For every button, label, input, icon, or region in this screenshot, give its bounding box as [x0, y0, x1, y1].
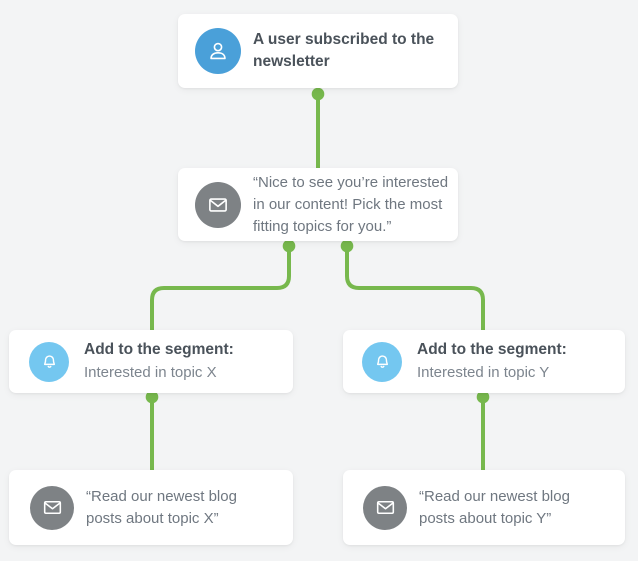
- node-segment-topic-y[interactable]: Add to the segment: Interested in topic …: [343, 330, 625, 393]
- user-icon: [195, 28, 241, 74]
- node-subtitle: Interested in topic X: [84, 364, 217, 381]
- envelope-icon: [363, 485, 407, 530]
- node-segment-topic-x[interactable]: Add to the segment: Interested in topic …: [9, 330, 293, 393]
- node-welcome-message[interactable]: “Nice to see you’re interested in our co…: [178, 168, 458, 241]
- node-title: Add to the segment:: [417, 341, 567, 358]
- connector-message-to-segment-y: [345, 246, 485, 330]
- node-segment-text: Add to the segment: Interested in topic …: [84, 339, 284, 384]
- node-trigger-subscribed[interactable]: A user subscribed to the newsletter: [178, 14, 458, 88]
- bell-icon: [29, 341, 69, 382]
- node-title: Add to the segment:: [84, 341, 234, 358]
- node-subtitle: Interested in topic Y: [417, 364, 550, 381]
- connector-dot: [340, 239, 354, 253]
- bell-icon: [362, 341, 402, 382]
- connector-dot: [311, 87, 325, 101]
- node-message-text: “Read our newest blog posts about topic …: [86, 487, 237, 527]
- envelope-icon: [195, 181, 241, 228]
- node-message-text: “Read our newest blog posts about topic …: [419, 487, 570, 527]
- node-email-topic-y[interactable]: “Read our newest blog posts about topic …: [343, 470, 625, 545]
- node-email-topic-x[interactable]: “Read our newest blog posts about topic …: [9, 470, 293, 545]
- node-segment-text: Add to the segment: Interested in topic …: [417, 339, 617, 384]
- connector-dot: [282, 239, 296, 253]
- connector-message-to-segment-x: [150, 246, 291, 330]
- node-message-text: “Nice to see you’re interested in our co…: [253, 173, 449, 235]
- node-title: A user subscribed to the newsletter: [253, 31, 435, 70]
- envelope-icon: [30, 485, 74, 530]
